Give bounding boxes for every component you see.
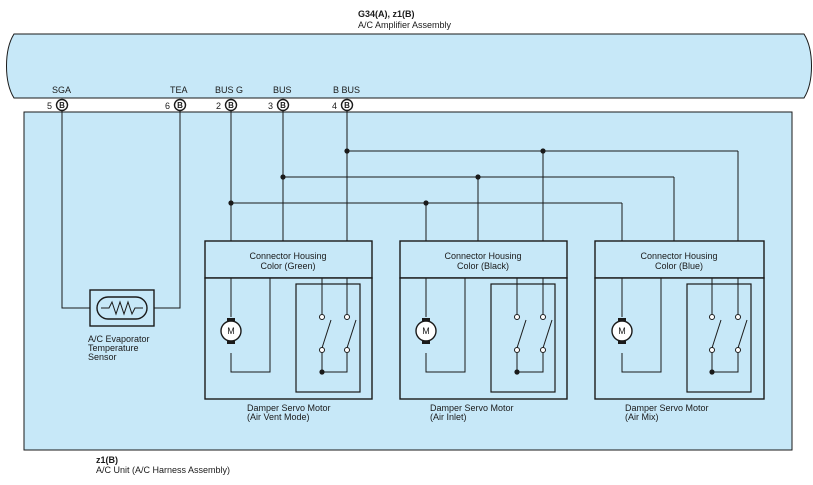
pin-sga: 5 B <box>47 98 69 112</box>
pin-b-bus: 4 B <box>332 98 354 112</box>
connector-housing-black <box>399 240 568 279</box>
unit-connector-ref: z1(B) <box>96 455 118 465</box>
motor-icon: M <box>611 318 633 344</box>
svg-text:Color (Green): Color (Green) <box>260 261 315 271</box>
pin-label-bus: BUS <box>273 85 292 95</box>
position-switch-icon <box>514 278 553 375</box>
pin-bus: 3 B <box>268 98 290 112</box>
position-switch-icon <box>709 278 748 375</box>
damper-servo-motor-air-inlet: Connector Housing Color (Black) M Damper… <box>399 240 568 422</box>
amplifier-assembly-box <box>6 33 812 99</box>
damper-servo-motor-air-mix: Connector Housing Color (Blue) M Damper … <box>594 240 765 422</box>
svg-text:2: 2 <box>216 101 221 111</box>
svg-text:6: 6 <box>165 101 170 111</box>
evaporator-temperature-sensor: A/C Evaporator Temperature Sensor <box>88 289 155 362</box>
svg-text:(Air Inlet): (Air Inlet) <box>430 412 467 422</box>
motor-icon: M <box>415 318 437 344</box>
connector-housing-blue <box>594 240 765 279</box>
svg-text:M: M <box>422 326 430 336</box>
svg-text:B: B <box>177 101 183 110</box>
svg-text:3: 3 <box>268 101 273 111</box>
sensor-label-line1: A/C Evaporator <box>88 334 150 344</box>
pin-label-tea: TEA <box>170 85 188 95</box>
position-switch-icon <box>319 278 357 375</box>
svg-text:(Air Mix): (Air Mix) <box>625 412 659 422</box>
amplifier-name: A/C Amplifier Assembly <box>358 20 452 30</box>
svg-text:B: B <box>59 101 65 110</box>
amplifier-connector-ref: G34(A), z1(B) <box>358 9 415 19</box>
sensor-label-line3: Sensor <box>88 352 117 362</box>
pin-label-b-bus: B BUS <box>333 85 360 95</box>
svg-text:Damper Servo Motor: Damper Servo Motor <box>430 403 514 413</box>
pin-tea: 6 B <box>165 98 187 112</box>
damper-servo-motor-air-vent-mode: Connector Housing Color (Green) M Damper… <box>204 240 373 422</box>
svg-text:M: M <box>618 326 626 336</box>
svg-text:Color (Blue): Color (Blue) <box>655 261 703 271</box>
svg-text:Damper Servo Motor: Damper Servo Motor <box>247 403 331 413</box>
svg-text:Connector Housing: Connector Housing <box>444 251 521 261</box>
svg-text:Connector Housing: Connector Housing <box>640 251 717 261</box>
svg-text:Color (Black): Color (Black) <box>457 261 509 271</box>
connector-housing-green <box>204 240 373 279</box>
bus-wires <box>228 111 739 241</box>
svg-text:4: 4 <box>332 101 337 111</box>
pin-label-sga: SGA <box>52 85 71 95</box>
svg-text:Connector Housing: Connector Housing <box>249 251 326 261</box>
thermistor-icon <box>101 300 143 316</box>
motor-icon: M <box>220 318 242 344</box>
pin-label-bus-g: BUS G <box>215 85 243 95</box>
svg-text:(Air Vent Mode): (Air Vent Mode) <box>247 412 310 422</box>
svg-text:B: B <box>228 101 234 110</box>
sensor-label-line2: Temperature <box>88 343 139 353</box>
svg-text:M: M <box>227 326 235 336</box>
svg-text:5: 5 <box>47 101 52 111</box>
svg-text:Damper Servo Motor: Damper Servo Motor <box>625 403 709 413</box>
svg-text:B: B <box>280 101 286 110</box>
svg-text:B: B <box>344 101 350 110</box>
pin-bus-g: 2 B <box>216 98 238 112</box>
sensor-wires <box>61 111 181 309</box>
unit-name: A/C Unit (A/C Harness Assembly) <box>96 465 230 475</box>
